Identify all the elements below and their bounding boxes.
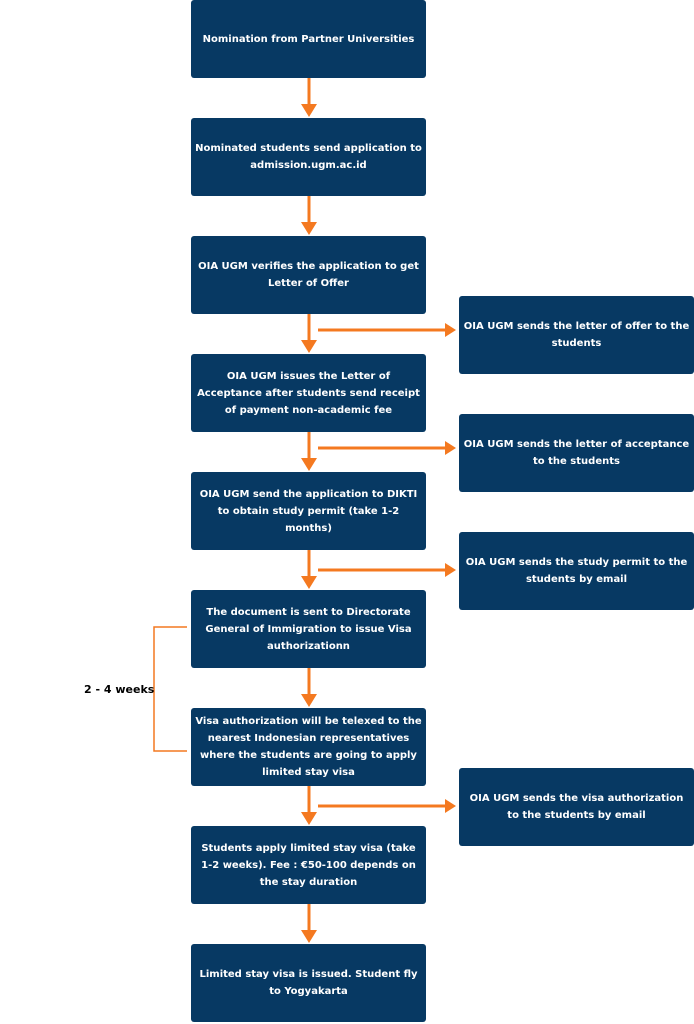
side-letter-of-offer: OIA UGM sends the letter of offer to the… xyxy=(459,296,694,374)
step-8-apply-visa: Students apply limited stay visa (take 1… xyxy=(191,826,426,904)
step-9-visa-issued: Limited stay visa is issued. Student fly… xyxy=(191,944,426,1022)
step-3-verify-application: OIA UGM verifies the application to get … xyxy=(191,236,426,314)
side-visa-authorization: OIA UGM sends the visa authorization to … xyxy=(459,768,694,846)
side-2-text: OIA UGM sends the letter of acceptance t… xyxy=(463,439,690,467)
step-7-text: Visa authorization will be telexed to th… xyxy=(195,716,422,778)
step-6-text: The document is sent to Directorate Gene… xyxy=(205,606,412,652)
side-4-text: OIA UGM sends the visa authorization to … xyxy=(469,793,684,821)
step-4-text: OIA UGM issues the Letter of Acceptance … xyxy=(197,370,420,416)
step-1-text: Nomination from Partner Universities xyxy=(202,33,415,45)
step-4-issue-acceptance: OIA UGM issues the Letter of Acceptance … xyxy=(191,354,426,432)
side-study-permit: OIA UGM sends the study permit to the st… xyxy=(459,532,694,610)
step-9-text: Limited stay visa is issued. Student fly… xyxy=(199,969,418,997)
side-1-text: OIA UGM sends the letter of offer to the… xyxy=(463,321,690,349)
step-7-visa-telexed: Visa authorization will be telexed to th… xyxy=(191,708,426,786)
step-8-text: Students apply limited stay visa (take 1… xyxy=(201,842,416,888)
duration-label: 2 - 4 weeks xyxy=(84,683,155,696)
side-3-text: OIA UGM sends the study permit to the st… xyxy=(465,557,688,585)
step-2-send-application: Nominated students send application to a… xyxy=(191,118,426,196)
step-1-nomination: Nomination from Partner Universities xyxy=(191,0,426,78)
step-5-text: OIA UGM send the application to DIKTI to… xyxy=(199,488,418,534)
step-5-send-to-dikti: OIA UGM send the application to DIKTI to… xyxy=(191,472,426,550)
step-3-text: OIA UGM verifies the application to get … xyxy=(198,261,419,289)
duration-bracket xyxy=(153,626,187,752)
step-2-text: Nominated students send application to a… xyxy=(195,143,422,171)
side-letter-of-acceptance: OIA UGM sends the letter of acceptance t… xyxy=(459,414,694,492)
step-6-immigration: The document is sent to Directorate Gene… xyxy=(191,590,426,668)
